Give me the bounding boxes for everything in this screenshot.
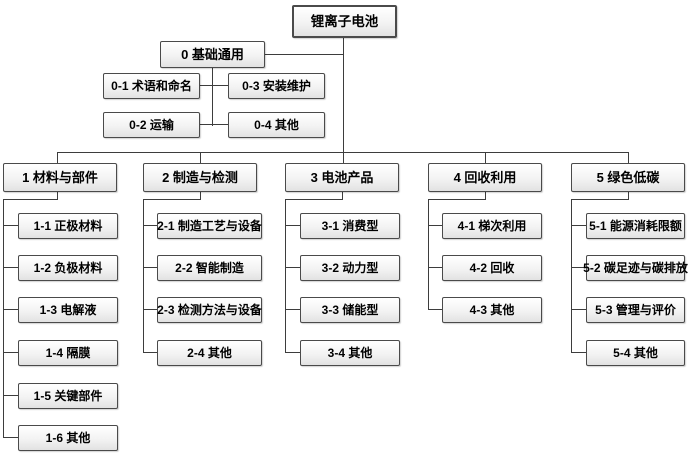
node-4-recycling: 4 回收利用 — [428, 163, 542, 192]
connector-b5-stub3 — [571, 309, 586, 311]
connector-b1-stub3 — [3, 309, 18, 311]
node-1-4: 1-4 隔膜 — [18, 340, 118, 366]
connector-b2-drop — [200, 192, 202, 200]
connector-b5-elbow — [571, 199, 629, 201]
connector-b3-stub3 — [285, 309, 300, 311]
connector-b4-elbow — [428, 199, 486, 201]
connector-b1-stub6 — [3, 437, 18, 439]
connector-trunk — [343, 38, 345, 163]
connector-b3-stub1 — [285, 225, 300, 227]
connector-b1-drop — [57, 192, 59, 200]
connector-b4-stub2 — [428, 267, 442, 269]
connector-basic-stub-row2 — [200, 124, 228, 126]
node-3-3: 3-3 储能型 — [300, 297, 400, 323]
node-3-products: 3 电池产品 — [285, 163, 399, 192]
node-0-3: 0-3 安装维护 — [228, 73, 325, 99]
connector-basic-link — [264, 54, 344, 56]
node-1-2: 1-2 负极材料 — [18, 255, 118, 281]
node-2-manufacturing: 2 制造与检测 — [143, 163, 257, 192]
connector-distribution — [57, 152, 629, 154]
node-4-3: 4-3 其他 — [442, 297, 542, 323]
node-0-1: 0-1 术语和命名 — [103, 73, 200, 99]
connector-b1-stub4 — [3, 352, 18, 354]
connector-b1-stub2 — [3, 267, 18, 269]
node-2-1: 2-1 制造工艺与设备 — [157, 213, 262, 239]
node-1-5: 1-5 关键部件 — [18, 383, 118, 409]
connector-drop-branch2 — [200, 152, 202, 163]
connector-b1-stub5 — [3, 395, 18, 397]
connector-b2-stub1 — [143, 225, 157, 227]
node-0-4: 0-4 其他 — [228, 112, 325, 138]
connector-b3-stub4 — [285, 352, 300, 354]
node-1-materials: 1 材料与部件 — [3, 163, 117, 192]
connector-b3-drop — [342, 192, 344, 200]
node-4-1: 4-1 梯次利用 — [442, 213, 542, 239]
node-3-4: 3-4 其他 — [300, 340, 400, 366]
connector-b5-rail — [571, 199, 573, 353]
node-4-2: 4-2 回收 — [442, 255, 542, 281]
connector-basic-rail — [212, 68, 214, 126]
connector-drop-branch1 — [57, 152, 59, 163]
connector-drop-branch4 — [485, 152, 487, 163]
connector-b2-rail — [143, 199, 145, 353]
node-5-4: 5-4 其他 — [586, 340, 685, 366]
connector-b3-stub2 — [285, 267, 300, 269]
connector-b3-rail — [285, 199, 287, 353]
connector-b4-stub1 — [428, 225, 442, 227]
node-3-2: 3-2 动力型 — [300, 255, 400, 281]
connector-basic-stub-row1 — [200, 85, 228, 87]
connector-b5-drop — [628, 192, 630, 200]
connector-b2-elbow — [143, 199, 201, 201]
connector-b2-stub3 — [143, 309, 157, 311]
connector-b2-stub2 — [143, 267, 157, 269]
node-2-2: 2-2 智能制造 — [157, 255, 262, 281]
connector-b5-stub4 — [571, 352, 586, 354]
node-5-green: 5 绿色低碳 — [571, 163, 685, 192]
connector-b4-rail — [428, 199, 430, 310]
connector-b1-stub1 — [3, 225, 18, 227]
connector-b1-rail — [3, 199, 5, 438]
connector-b1-elbow — [3, 199, 58, 201]
connector-b5-stub2 — [571, 267, 586, 269]
node-3-1: 3-1 消费型 — [300, 213, 400, 239]
node-0-2: 0-2 运输 — [103, 112, 200, 138]
node-5-1: 5-1 能源消耗限额 — [586, 213, 685, 239]
connector-drop-branch5 — [628, 152, 630, 163]
node-1-6: 1-6 其他 — [18, 425, 118, 451]
node-5-2: 5-2 碳足迹与碳排放 — [583, 255, 688, 281]
node-5-3: 5-3 管理与评价 — [586, 297, 685, 323]
connector-b5-stub1 — [571, 225, 586, 227]
node-1-3: 1-3 电解液 — [18, 297, 118, 323]
connector-b4-stub3 — [428, 309, 442, 311]
connector-b3-elbow — [285, 199, 343, 201]
node-root: 锂离子电池 — [292, 5, 397, 38]
connector-b4-drop — [485, 192, 487, 200]
node-2-4: 2-4 其他 — [157, 340, 262, 366]
node-0-basic: 0 基础通用 — [160, 41, 265, 68]
node-1-1: 1-1 正极材料 — [18, 213, 118, 239]
node-2-3: 2-3 检测方法与设备 — [157, 297, 262, 323]
connector-b2-stub4 — [143, 352, 157, 354]
